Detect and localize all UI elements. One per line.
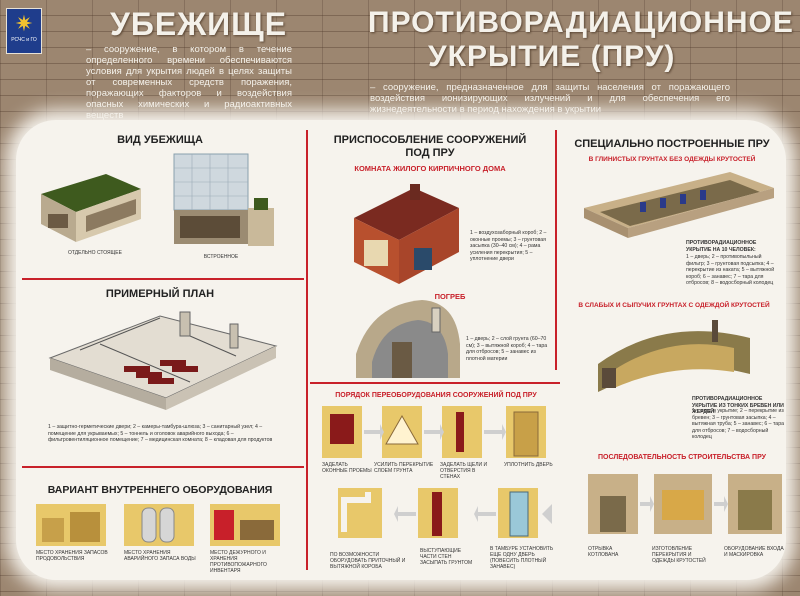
step6-label: ВЫСТУПАЮЩИЕ ЧАСТИ СТЕН ЗАСЫПАТЬ ГРУНТОМ xyxy=(420,548,473,566)
label-builtin: ВСТРОЕННОЕ xyxy=(203,254,239,260)
divider-left xyxy=(306,130,308,570)
duty-post-illustration xyxy=(210,504,280,546)
seq2-label: ИЗГОТОВЛЕНИЕ ПЕРЕКРЫТИЯ И ОДЕЖДЫ КРУТОСТ… xyxy=(652,546,706,564)
step7-label: В ТАМБУРЕ УСТАНОВИТЬ ЕЩЕ ОДНУ ДВЕРЬ (ПОВ… xyxy=(490,546,554,570)
sand-subtitle: В СЛАБЫХ И СЫПУЧИХ ГРУНТАХ С ОДЕЖДОЙ КРУ… xyxy=(578,302,770,309)
plan-legend: 1 – защитно-герметические двери; 2 – кам… xyxy=(48,424,273,443)
title-pru-line1: ПРОТИВОРАДИАЦИОННОЕ xyxy=(368,6,794,39)
step4-label: УПЛОТНИТЬ ДВЕРЬ xyxy=(504,462,553,468)
label-water: МЕСТО ХРАНЕНИЯ АВАРИЙНОГО ЗАПАСА ВОДЫ xyxy=(124,550,196,562)
cellar-illustration xyxy=(356,300,460,378)
order-title: ПОРЯДОК ПЕРЕОБОРУДОВАНИЯ СООРУЖЕНИЙ ПОД … xyxy=(335,392,537,399)
shelter-plan-illustration xyxy=(48,311,278,410)
seq1-label: ОТРЫВКА КОТЛОВАНА xyxy=(588,546,619,558)
room-subtitle: КОМНАТА ЖИЛОГО КИРПИЧНОГО ДОМА xyxy=(354,164,506,173)
adapt-title: ПРИСПОСОБЛЕНИЕ СООРУЖЕНИЙ ПОД ПРУ xyxy=(333,134,527,159)
sand-legend-head: ПРОТИВОРАДИАЦИОННОЕ УКРЫТИЕ ИЗ ТОНКИХ БР… xyxy=(692,396,784,415)
label-food: МЕСТО ХРАНЕНИЯ ЗАПАСОВ ПРОДОВОЛЬСТВИЯ xyxy=(36,550,108,562)
order-top-row xyxy=(322,406,546,458)
step3-label: ЗАДЕЛАТЬ ЩЕЛИ И ОТВЕРСТИЯ В СТЕНАХ xyxy=(440,462,488,480)
shelter-definition: – сооружение, в котором в течение опреде… xyxy=(86,44,292,121)
logo-text: РСЧС и ГО xyxy=(11,37,37,43)
step5-label: ПО ВОЗМОЖНОСТИ ОБОРУДОВАТЬ ПРИТОЧНЫЙ И В… xyxy=(330,552,406,570)
divider-right xyxy=(555,130,557,370)
construction-sequence-illustration xyxy=(588,474,782,534)
divider-plan xyxy=(22,278,304,280)
title-shelter: УБЕЖИЩЕ xyxy=(110,6,288,42)
label-standalone: ОТДЕЛЬНО СТОЯЩЕЕ xyxy=(68,250,122,256)
sand-legend: 1 – вход в укрытие; 2 – перекрытие из бр… xyxy=(692,408,784,440)
types-title: ВИД УБЕЖИЩА xyxy=(117,134,203,146)
clay-subtitle: В ГЛИНИСТЫХ ГРУНТАХ БЕЗ ОДЕЖДЫ КРУТОСТЕЙ xyxy=(588,156,756,163)
built-title: СПЕЦИАЛЬНО ПОСТРОЕННЫЕ ПРУ xyxy=(574,138,770,150)
clay-legend: 1 – дверь; 2 – противопыльный фильтр; 3 … xyxy=(686,254,775,286)
cellar-subtitle: ПОГРЕБ xyxy=(434,292,466,301)
divider-order xyxy=(310,382,560,384)
clay-shelter-illustration xyxy=(584,172,774,238)
seq3-label: ОБОРУДОВАНИЕ ВХОДА И МАСКИРОВКА xyxy=(724,546,784,558)
brick-room-illustration xyxy=(354,184,459,284)
standalone-shelter-illustration xyxy=(41,174,141,242)
builtin-shelter-illustration xyxy=(173,153,274,246)
star-icon: ✷ xyxy=(14,11,34,36)
room-legend: 1 – воздухозаборный короб; 2 – оконные п… xyxy=(470,230,547,262)
title-pru-line2: УКРЫТИЕ (ПРУ) xyxy=(428,40,676,73)
cellar-legend: 1 – дверь; 2 – слой грунта (60–70 см); 3… xyxy=(466,336,548,362)
food-storage-illustration xyxy=(36,504,106,546)
step2-label: УСИЛИТЬ ПЕРЕКРЫТИЕ СЛОЕМ ГРУНТА xyxy=(374,462,434,474)
order-bottom-row xyxy=(338,488,552,538)
seq-title: ПОСЛЕДОВАТЕЛЬНОСТЬ СТРОИТЕЛЬСТВА ПРУ xyxy=(597,454,767,461)
water-storage-illustration xyxy=(124,504,194,546)
equip-title: ВАРИАНТ ВНУТРЕННЕГО ОБОРУДОВАНИЯ xyxy=(47,484,273,496)
emercom-logo: ✷ РСЧС и ГО xyxy=(6,8,42,54)
plan-title: ПРИМЕРНЫЙ ПЛАН xyxy=(105,288,215,300)
step1-label: ЗАДЕЛАТЬ ОКОННЫЕ ПРОЕМЫ xyxy=(322,462,372,474)
divider-equip xyxy=(22,466,304,468)
clay-legend-head: ПРОТИВОРАДИАЦИОННОЕ УКРЫТИЕ НА 10 ЧЕЛОВЕ… xyxy=(686,240,757,253)
pru-definition: – сооружение, предназначенное для защиты… xyxy=(370,82,730,115)
sand-shelter-illustration xyxy=(598,320,750,392)
label-duty: МЕСТО ДЕЖУРНОГО И ХРАНЕНИЯ ПРОТИВОПОЖАРН… xyxy=(210,550,267,574)
